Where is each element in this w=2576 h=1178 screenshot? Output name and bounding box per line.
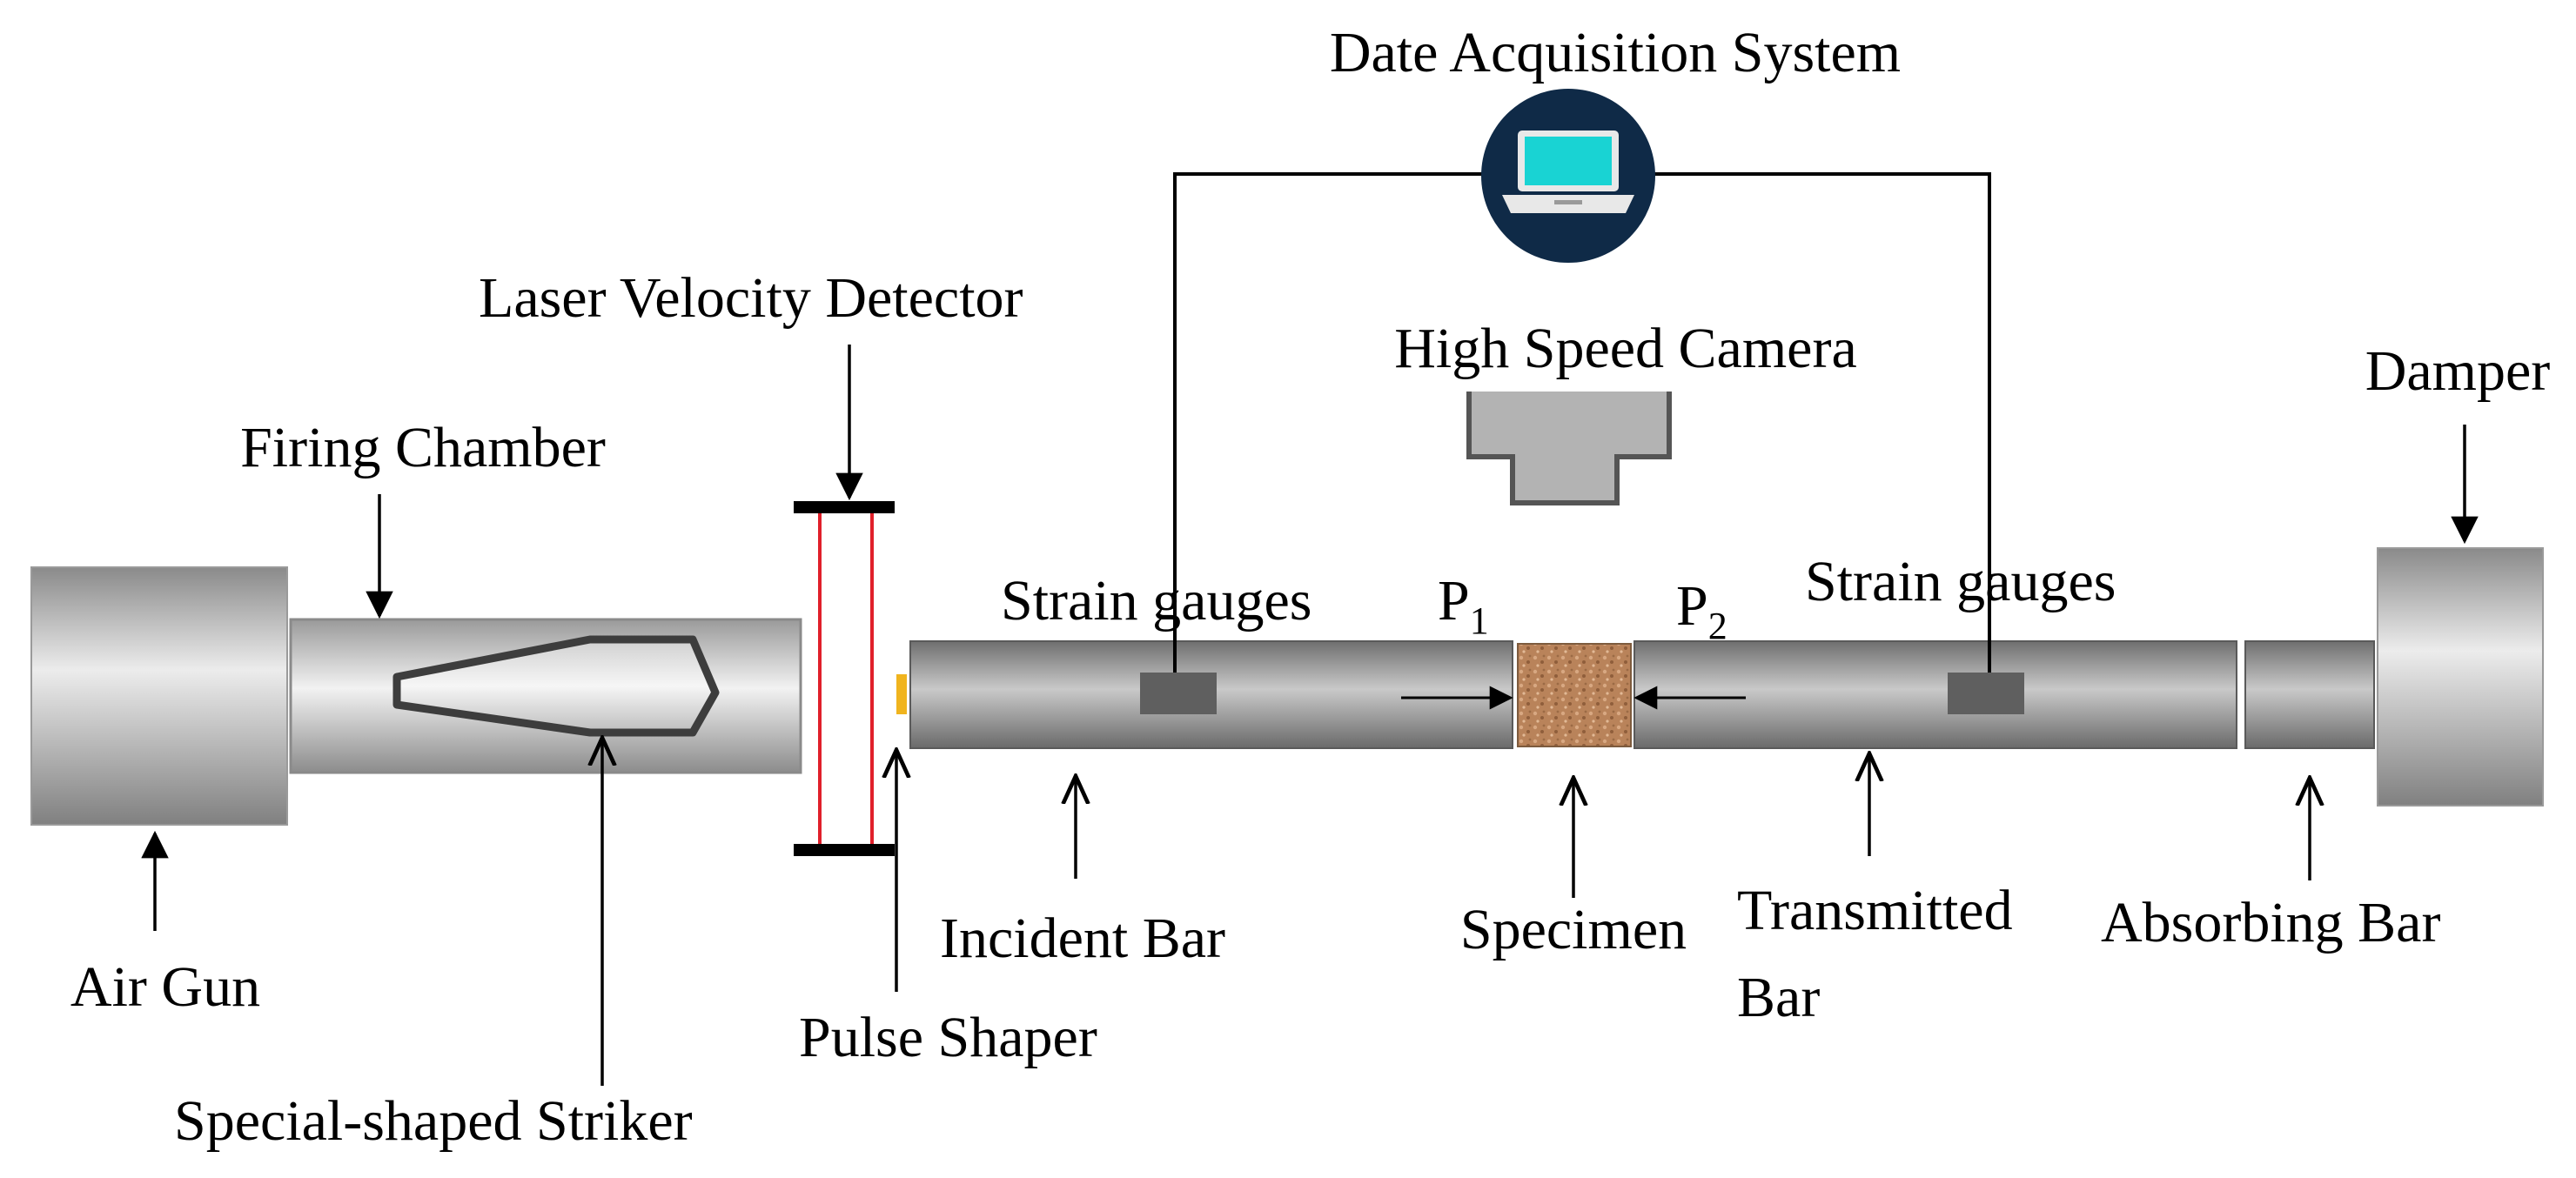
firing-chamber-label: Firing Chamber [240, 416, 606, 479]
air-gun [30, 566, 288, 826]
special-shaped-striker [392, 635, 720, 737]
strain-gauges-left-label: Strain gauges [1001, 569, 1311, 633]
daq-cable-left [1173, 172, 1485, 673]
incident-bar-label: Incident Bar [940, 907, 1225, 970]
strain-gauge-incident [1140, 673, 1217, 714]
damper-label: Damper [2365, 339, 2551, 403]
daq-label: Date Acquisition System [1330, 21, 1901, 84]
daq-cable-right [1652, 172, 1991, 673]
strain-gauge-transmitted [1948, 673, 2024, 714]
specimen [1517, 643, 1632, 747]
pulse-shaper [896, 674, 907, 714]
specimen-label: Specimen [1460, 898, 1687, 961]
p2-label: P2 [1676, 574, 1727, 647]
laser-velocity-detector [794, 501, 895, 856]
absorbing-bar [2244, 640, 2375, 749]
pulse-shaper-label: Pulse Shaper [799, 1006, 1097, 1069]
strain-gauges-right-label: Strain gauges [1805, 550, 2116, 613]
laptop-icon [1481, 89, 1655, 263]
transmitted-bar [1633, 640, 2237, 749]
p1-label: P1 [1438, 569, 1489, 642]
damper [2377, 547, 2544, 807]
absorbing-bar-label: Absorbing Bar [2101, 891, 2440, 954]
air-gun-label: Air Gun [70, 955, 260, 1019]
camera-label: High Speed Camera [1394, 317, 1857, 380]
transmitted-bar-label-line2: Bar [1737, 966, 1820, 1029]
high-speed-camera-icon [1466, 392, 1672, 505]
transmitted-bar-label: Transmitted [1737, 879, 2013, 942]
striker-label: Special-shaped Striker [174, 1089, 693, 1153]
laser-label: Laser Velocity Detector [479, 266, 1023, 330]
